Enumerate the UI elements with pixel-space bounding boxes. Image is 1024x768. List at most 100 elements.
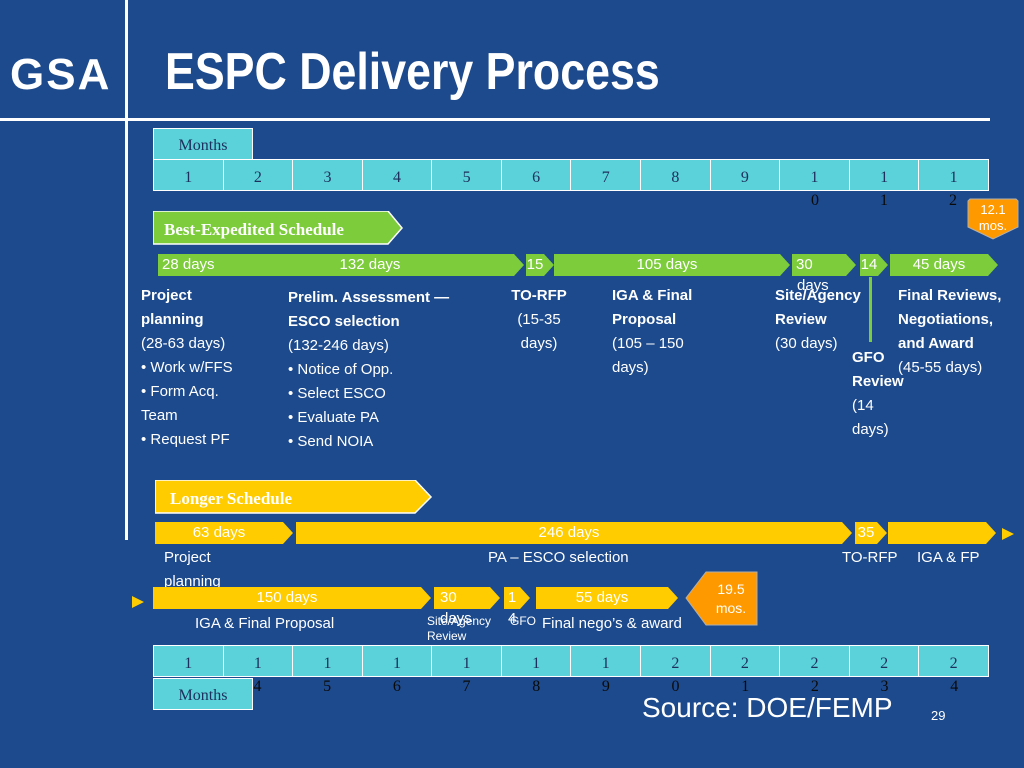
phase-torfp: TO-RFP (15-35 days): [503, 284, 575, 356]
month-cell-under: 6: [392, 678, 401, 695]
month-cell: 1: [502, 646, 572, 676]
long-bar-site-extra: days: [440, 610, 472, 627]
phase-iga-line: days): [612, 359, 649, 376]
months-row-bottom: 1 1 1 1 1 1 1 2 2 2 2 2: [153, 645, 989, 677]
month-cell: 1: [850, 160, 920, 190]
long-bar-torfp-arrow: [877, 522, 887, 544]
bar-final: 45 days: [890, 254, 988, 276]
bar-gfo-arrow: [878, 254, 888, 276]
longer-schedule-banner: [155, 480, 433, 514]
month-cell: 4: [363, 160, 433, 190]
month-cell: 1: [949, 169, 958, 186]
month-cell-under: 0: [811, 192, 819, 209]
bar-site: 30: [792, 254, 846, 276]
months-tab-bottom: Months: [153, 678, 253, 710]
phase-final-title: Final Reviews, Negotiations, and Award: [898, 287, 1002, 352]
long-bar-final: 55 days: [536, 587, 668, 609]
month-cell: 3: [293, 160, 363, 190]
month-cell-under: 7: [462, 678, 471, 695]
month-cell: 2: [780, 646, 850, 676]
horizontal-divider: [0, 118, 990, 121]
long-bar-iga: 150 days: [153, 587, 421, 609]
month-cell: 1: [293, 646, 363, 676]
month-cell: 7: [571, 160, 642, 190]
month-cell-under: 9: [601, 678, 610, 695]
month-cell-under: 8: [532, 678, 541, 695]
month-cell: 1: [154, 646, 224, 676]
long-label-pa: PA – ESCO selection: [488, 549, 629, 566]
long-bar-igafp-arrow: [986, 522, 996, 544]
month-cell: 8: [641, 160, 711, 190]
bar-prelim: 132 days: [226, 254, 514, 276]
month-cell: 6: [502, 160, 572, 190]
phase-iga: IGA & Final Proposal (105 – 150 days): [612, 284, 722, 380]
phase-final: Final Reviews, Negotiations, and Award (…: [898, 284, 1010, 380]
long-bar-pa: 246 days: [296, 522, 842, 544]
longer-total-badge: [685, 571, 758, 626]
phase-prelim-subtitle: ESCO selection: [288, 313, 400, 330]
long-label-planning: Project planning: [164, 549, 221, 590]
long-bar-gfo-extra: 4: [508, 610, 517, 627]
long-label-iga: IGA & Final Proposal: [195, 615, 335, 632]
phase-prelim-line: • Evaluate PA: [288, 409, 379, 426]
bar-planning: 28 days: [158, 254, 226, 276]
month-cell: 5: [432, 160, 502, 190]
phase-planning-title: Project planning: [141, 287, 204, 328]
phase-planning: Project planning (28-63 days) • Work w/F…: [141, 284, 251, 452]
gsa-logo: GSA: [10, 50, 112, 99]
continuation-arrow-start: [132, 596, 144, 608]
long-bar-pa-arrow: [842, 522, 852, 544]
phase-planning-line: • Form Acq. Team: [141, 383, 219, 424]
long-bar-final-arrow: [668, 587, 678, 609]
month-cell-under: 3: [880, 678, 889, 695]
best-total-badge: [967, 198, 1019, 240]
month-cell: 1: [154, 160, 224, 190]
longer-total-text: 19.5 mos.: [715, 581, 747, 616]
month-cell-under: 4: [253, 678, 262, 695]
months-row-top: 1 2 3 4 5 6 7 8 9 1 1 1: [153, 159, 989, 191]
best-total-text: 12.1 mos.: [978, 202, 1008, 233]
month-cell: 1: [571, 646, 642, 676]
phase-prelim-line: • Select ESCO: [288, 385, 386, 402]
phase-torfp-line: days): [520, 335, 558, 352]
best-schedule-label: Best-Expedited Schedule: [164, 220, 344, 239]
long-label-igafp: IGA & FP: [917, 549, 980, 566]
long-label-site: Site/Agency Review: [427, 614, 492, 643]
source-note: Source: DOE/FEMP: [642, 692, 893, 723]
month-cell-under: 1: [741, 678, 750, 695]
month-cell: 1: [363, 646, 433, 676]
bar-site-extra: days: [797, 277, 829, 294]
page-number: 29: [931, 708, 946, 723]
long-bar-gfo-arrow: [520, 587, 530, 609]
best-schedule-banner: [153, 211, 403, 245]
month-cell: 9: [711, 160, 781, 190]
phase-gfo-line: (14: [852, 397, 874, 414]
phase-site-title: Site/Agency Review: [775, 287, 861, 328]
long-bar-gfo: 1: [504, 587, 520, 609]
bar-torfp-arrow: [544, 254, 554, 276]
phase-iga-title: IGA & Final Proposal: [612, 287, 693, 328]
phase-site: Site/Agency Review (30 days): [775, 284, 870, 356]
month-cell: 1: [224, 646, 294, 676]
page-title: ESPC Delivery Process: [165, 43, 660, 101]
long-bar-torfp: 35: [855, 522, 877, 544]
months-tab-top: Months: [153, 128, 253, 160]
long-bar-site: 30: [434, 587, 490, 609]
month-cell: 1: [780, 160, 850, 190]
bar-site-arrow: [846, 254, 856, 276]
month-cell: 2: [224, 160, 294, 190]
long-label-final: Final nego’s & award: [542, 615, 682, 632]
phase-gfo-title: GFO Review: [852, 349, 904, 390]
month-cell: 2: [949, 655, 958, 672]
long-bar-site-arrow: [490, 587, 500, 609]
phase-site-line: (30 days): [775, 335, 838, 352]
long-bar-planning-arrow: [283, 522, 293, 544]
long-label-gfo: GFO: [510, 614, 536, 628]
month-cell: 2: [711, 646, 781, 676]
continuation-arrow: [1002, 528, 1014, 540]
long-bar-planning: 63 days: [155, 522, 283, 544]
gfo-connector: [869, 277, 872, 342]
bar-prelim-arrow: [514, 254, 524, 276]
bar-iga: 105 days: [554, 254, 780, 276]
bar-iga-arrow: [780, 254, 790, 276]
